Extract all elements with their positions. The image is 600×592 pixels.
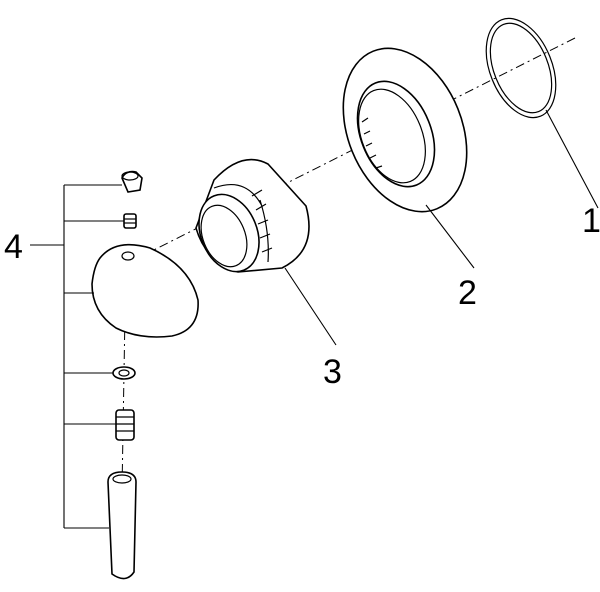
- callout-2: 2: [458, 274, 477, 312]
- handle-knob-part: [91, 243, 199, 338]
- set-screw-part: [123, 213, 137, 229]
- part-1-leader: [545, 109, 599, 209]
- callout-4: 4: [4, 228, 23, 266]
- o-ring-part: [485, 17, 557, 119]
- part-3-leader: [284, 267, 337, 346]
- callout-3: 3: [323, 353, 342, 391]
- sleeve-cylinder-part: [195, 158, 310, 273]
- threaded-insert-part: [115, 409, 135, 441]
- lock-washer-part: [112, 366, 136, 380]
- part-4-bracket-leader: [30, 184, 124, 529]
- callout-1: 1: [582, 202, 600, 240]
- lever-rod-part: [107, 471, 137, 580]
- part-2-leader: [425, 204, 475, 269]
- escutcheon-ring-part: [342, 47, 468, 213]
- cap-screw-part: [121, 170, 143, 193]
